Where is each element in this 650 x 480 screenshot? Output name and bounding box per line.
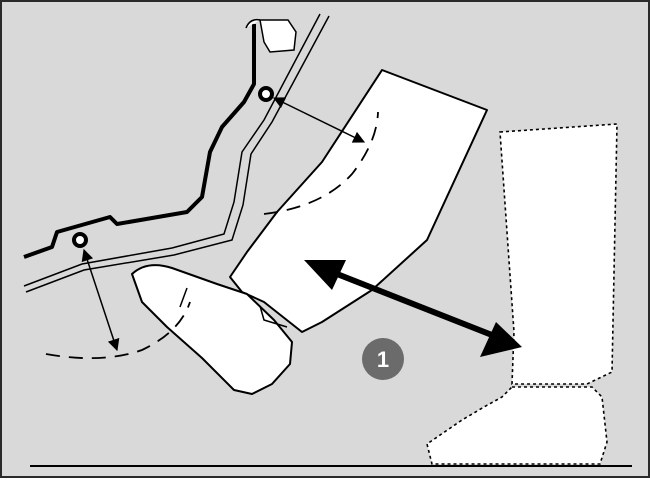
callout-badge: 1 (362, 338, 404, 380)
lap-swing-arc (45, 301, 191, 360)
headrest-bracket (245, 18, 297, 53)
shoulder-distance-arrow (272, 97, 366, 143)
lap-belt-anchor (72, 232, 88, 248)
lap-distance-arrow (81, 248, 120, 352)
leg-extended-dotted (499, 123, 618, 385)
shoe-near-pedal (131, 264, 293, 395)
leg-near-pedal (229, 69, 488, 333)
seat-travel-arrow (304, 260, 522, 357)
callout-badge-label: 1 (377, 347, 389, 372)
seat-cushion-outline (23, 24, 256, 259)
shoulder-swing-arc (263, 111, 379, 215)
shoulder-belt-anchor (258, 86, 274, 102)
shoe-extended-dotted (426, 386, 608, 465)
